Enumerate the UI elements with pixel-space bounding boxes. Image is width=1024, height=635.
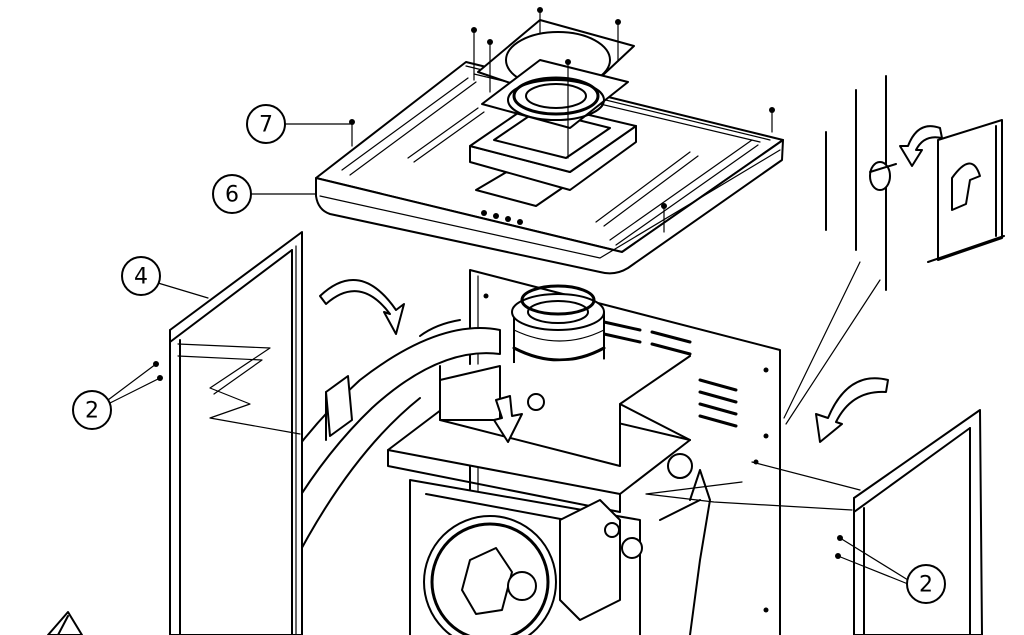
callout-4: 4: [121, 256, 209, 299]
detail-leader-b: [785, 279, 881, 425]
down-arrow: [493, 395, 523, 443]
right-side-panel: [853, 409, 983, 635]
callout-7: 7: [246, 104, 351, 144]
top-screws: [349, 7, 775, 233]
callout-2-left-label: 2: [85, 399, 99, 424]
left-side-panel: [169, 231, 353, 635]
callout-4-label: 4: [134, 265, 148, 290]
fastener-detail: [825, 75, 1005, 291]
rotation-arrow-right: [815, 377, 889, 443]
burner-frame: [387, 355, 711, 635]
rotation-arrow-detail: [899, 125, 943, 167]
detail-leader-a: [783, 261, 861, 419]
rotation-arrow-left: [319, 279, 405, 335]
callout-7-label: 7: [259, 113, 273, 138]
callout-6-label: 6: [225, 183, 239, 208]
up-arrow-corner: [47, 611, 83, 635]
alignment-lines: [177, 343, 861, 511]
flue-gasket-stack: [477, 19, 635, 129]
callout-2-left: 2: [72, 361, 163, 430]
callout-2-right: 2: [835, 535, 946, 604]
callout-6: 6: [212, 174, 317, 214]
callout-2-right-label: 2: [919, 573, 933, 598]
